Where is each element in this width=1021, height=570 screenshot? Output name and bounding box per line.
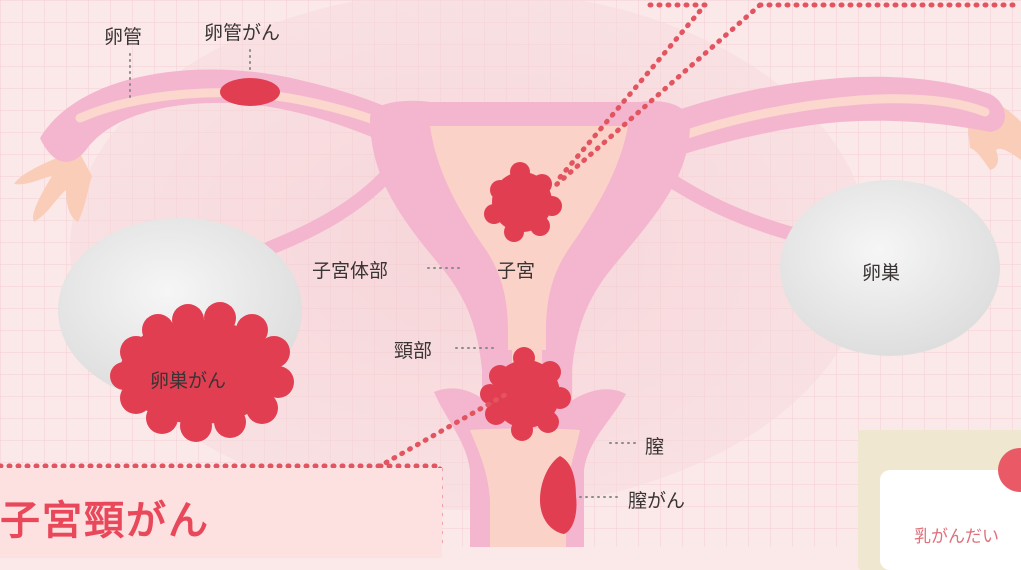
label-ovarian-cancer: 卵巣がん [150, 366, 226, 393]
label-fallopian-tube-cancer: 卵管がん [204, 18, 280, 45]
section-title: 子宮頸がん [0, 488, 210, 546]
side-card-text: 乳がんだい [914, 522, 999, 547]
tube-tumor [220, 78, 280, 106]
label-fallopian-tube: 卵管 [104, 22, 142, 49]
side-card-inner [880, 470, 1021, 570]
label-ovary: 卵巣 [862, 258, 900, 285]
label-vaginal-cancer: 膣がん [628, 486, 685, 513]
label-cervix: 頸部 [394, 336, 432, 363]
label-uterus: 子宮 [497, 256, 535, 283]
label-vagina: 膣 [645, 432, 664, 459]
diagram-stage: 卵管 卵管がん 子宮体部 子宮 頸部 卵巣 卵巣がん 膣 膣がん 子宮頸がん 乳… [0, 0, 1021, 547]
label-uterine-body: 子宮体部 [312, 256, 388, 283]
